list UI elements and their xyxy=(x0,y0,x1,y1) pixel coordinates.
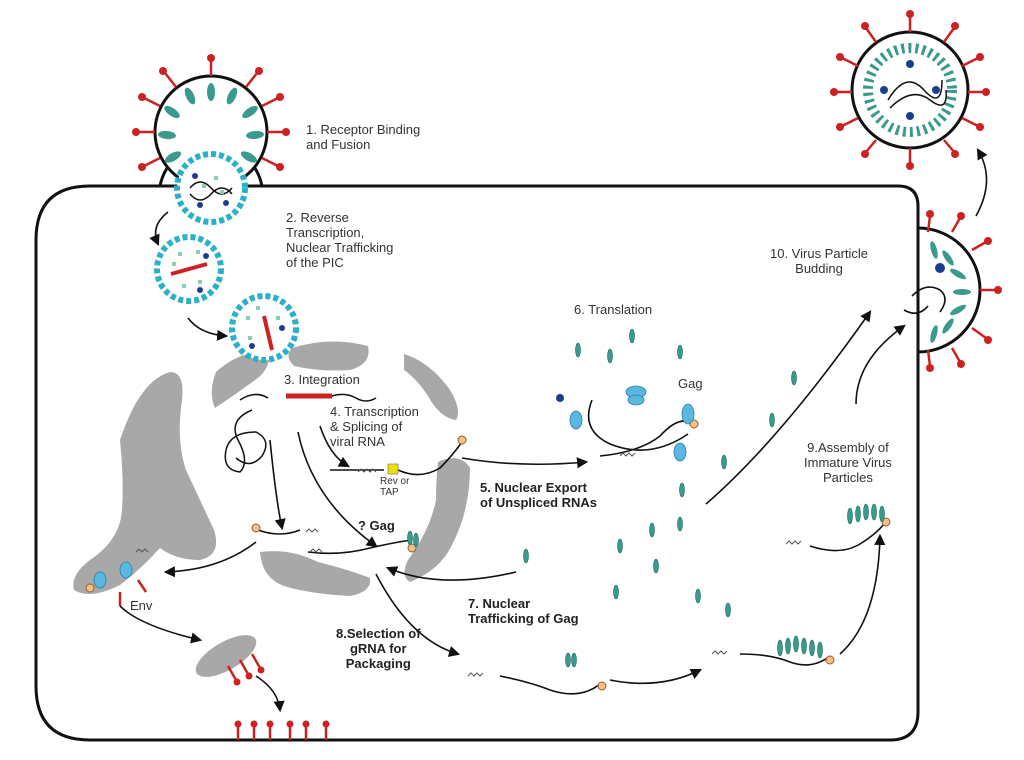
env-surface-heads xyxy=(234,720,330,728)
mature-virion xyxy=(830,10,990,170)
budding-virion xyxy=(926,210,1002,372)
step-1-label: 1. Receptor Binding and Fusion xyxy=(306,122,421,152)
env-label: Env xyxy=(130,598,153,613)
pic-at-nucleus xyxy=(229,293,299,363)
pathway-arrows xyxy=(119,148,988,713)
rna-caps xyxy=(85,419,891,691)
viral-rnas xyxy=(257,286,946,695)
step-3-label: 3. Integration xyxy=(284,372,360,387)
step-5-label: 5. Nuclear Export of Unspliced RNAs xyxy=(480,480,598,510)
rev-tap-marker xyxy=(387,463,399,475)
nuclear-gag-label: ? Gag xyxy=(358,518,395,533)
gag-label: Gag xyxy=(678,376,703,391)
poly-a-tails xyxy=(135,452,802,677)
gag-molecules xyxy=(407,328,885,668)
provirus xyxy=(224,393,377,473)
env-on-er xyxy=(118,579,148,606)
virion-entering xyxy=(132,54,290,225)
step-7-label: 7. Nuclear Trafficking of Gag xyxy=(468,596,579,626)
step-4-label: 4. Transcription & Splicing of viral RNA xyxy=(330,404,419,449)
step-9-label: 9.Assembly of Immature Virus Particles xyxy=(804,440,892,485)
preintegration-complex xyxy=(154,234,224,304)
nucleus xyxy=(73,341,470,596)
rev-tap-label: Rev or TAP xyxy=(380,476,410,498)
ribosome-dots xyxy=(556,263,945,402)
env-surface-spikes xyxy=(236,726,328,740)
step-6-label: 6. Translation xyxy=(574,302,653,317)
ribosomes xyxy=(93,385,695,589)
step-2-label: 2. Reverse Transcription, Nuclear Traffi… xyxy=(286,210,394,270)
step-8-label: 8.Selection of gRNA for Packaging xyxy=(336,626,421,671)
env-vesicle xyxy=(195,635,265,686)
budding-membrane xyxy=(917,226,982,354)
step-10-label: 10. Virus Particle Budding xyxy=(770,246,869,276)
cell-membrane xyxy=(34,184,920,742)
